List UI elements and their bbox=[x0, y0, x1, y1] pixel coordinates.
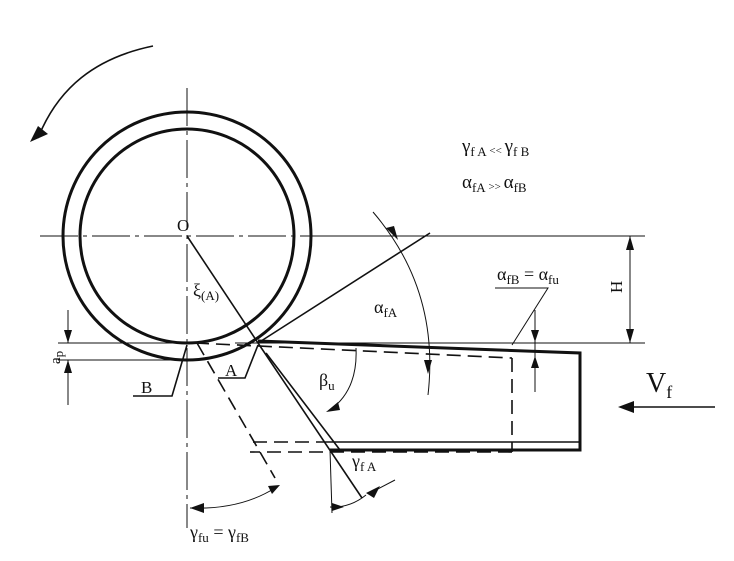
relation-alpha: αfA >> αfB bbox=[462, 172, 527, 195]
alpha-fb-leader bbox=[495, 287, 549, 346]
label-alpha-fa: αfA bbox=[374, 297, 398, 320]
feed-arrowhead bbox=[618, 401, 634, 413]
gamma-fa-arrow-tail bbox=[371, 479, 396, 493]
rotation-arrow-arc bbox=[37, 45, 154, 139]
alpha-fa-arrowhead-top bbox=[386, 226, 398, 240]
relation-gamma: γf A << γf B bbox=[461, 136, 530, 159]
alpha-fa-arrowhead-bottom bbox=[424, 360, 432, 374]
label-gamma-fa: γf A bbox=[351, 451, 377, 474]
rotation-arrowhead bbox=[30, 126, 48, 142]
dashed-edge-line-b bbox=[196, 342, 276, 479]
label-point-b: B bbox=[141, 378, 152, 397]
label-gamma-fu-equals-fb: γfu = γfB bbox=[189, 522, 249, 545]
label-point-a: A bbox=[225, 361, 238, 380]
gamma-fa-arrowhead-left bbox=[332, 503, 344, 511]
depth-arrowhead-top bbox=[64, 330, 72, 343]
depth-arrowhead-bottom bbox=[64, 360, 72, 373]
wheel-outer-circle bbox=[61, 110, 313, 362]
gamma-fa-extension bbox=[329, 449, 333, 514]
beta-arrowhead bbox=[326, 402, 340, 412]
alpha-fa-angle-arc bbox=[372, 211, 431, 396]
label-beta-u: βu bbox=[319, 370, 335, 393]
tangent-line-at-a bbox=[257, 232, 431, 344]
label-depth: ap bbox=[48, 351, 66, 364]
gamma-fu-arrowhead-right bbox=[268, 485, 280, 494]
alpha-fb-arrowhead-bottom bbox=[531, 356, 539, 368]
alpha-fb-arrowhead-top bbox=[531, 330, 539, 342]
height-arrowhead-bottom bbox=[626, 329, 634, 343]
radius-line-oa bbox=[186, 235, 259, 344]
leader-line-a bbox=[218, 344, 259, 379]
dashed-top-line-b bbox=[194, 342, 513, 359]
svg-text:ap: ap bbox=[48, 351, 66, 364]
label-feed-velocity: Vf bbox=[646, 368, 672, 402]
label-height: H bbox=[607, 281, 626, 293]
label-center-o: O bbox=[177, 216, 189, 235]
workpiece-outline bbox=[257, 339, 582, 452]
gamma-fu-arrowhead-left bbox=[190, 503, 204, 513]
leader-line-b bbox=[133, 344, 188, 397]
cutting-edge-line-a-inner bbox=[265, 352, 341, 451]
cutting-edge-line-a bbox=[257, 342, 363, 499]
label-alpha-fb-equals-fu: αfB = αfu bbox=[497, 264, 559, 287]
label-xi-a: ξ(A) bbox=[193, 280, 219, 303]
height-arrowhead-top bbox=[626, 236, 634, 250]
